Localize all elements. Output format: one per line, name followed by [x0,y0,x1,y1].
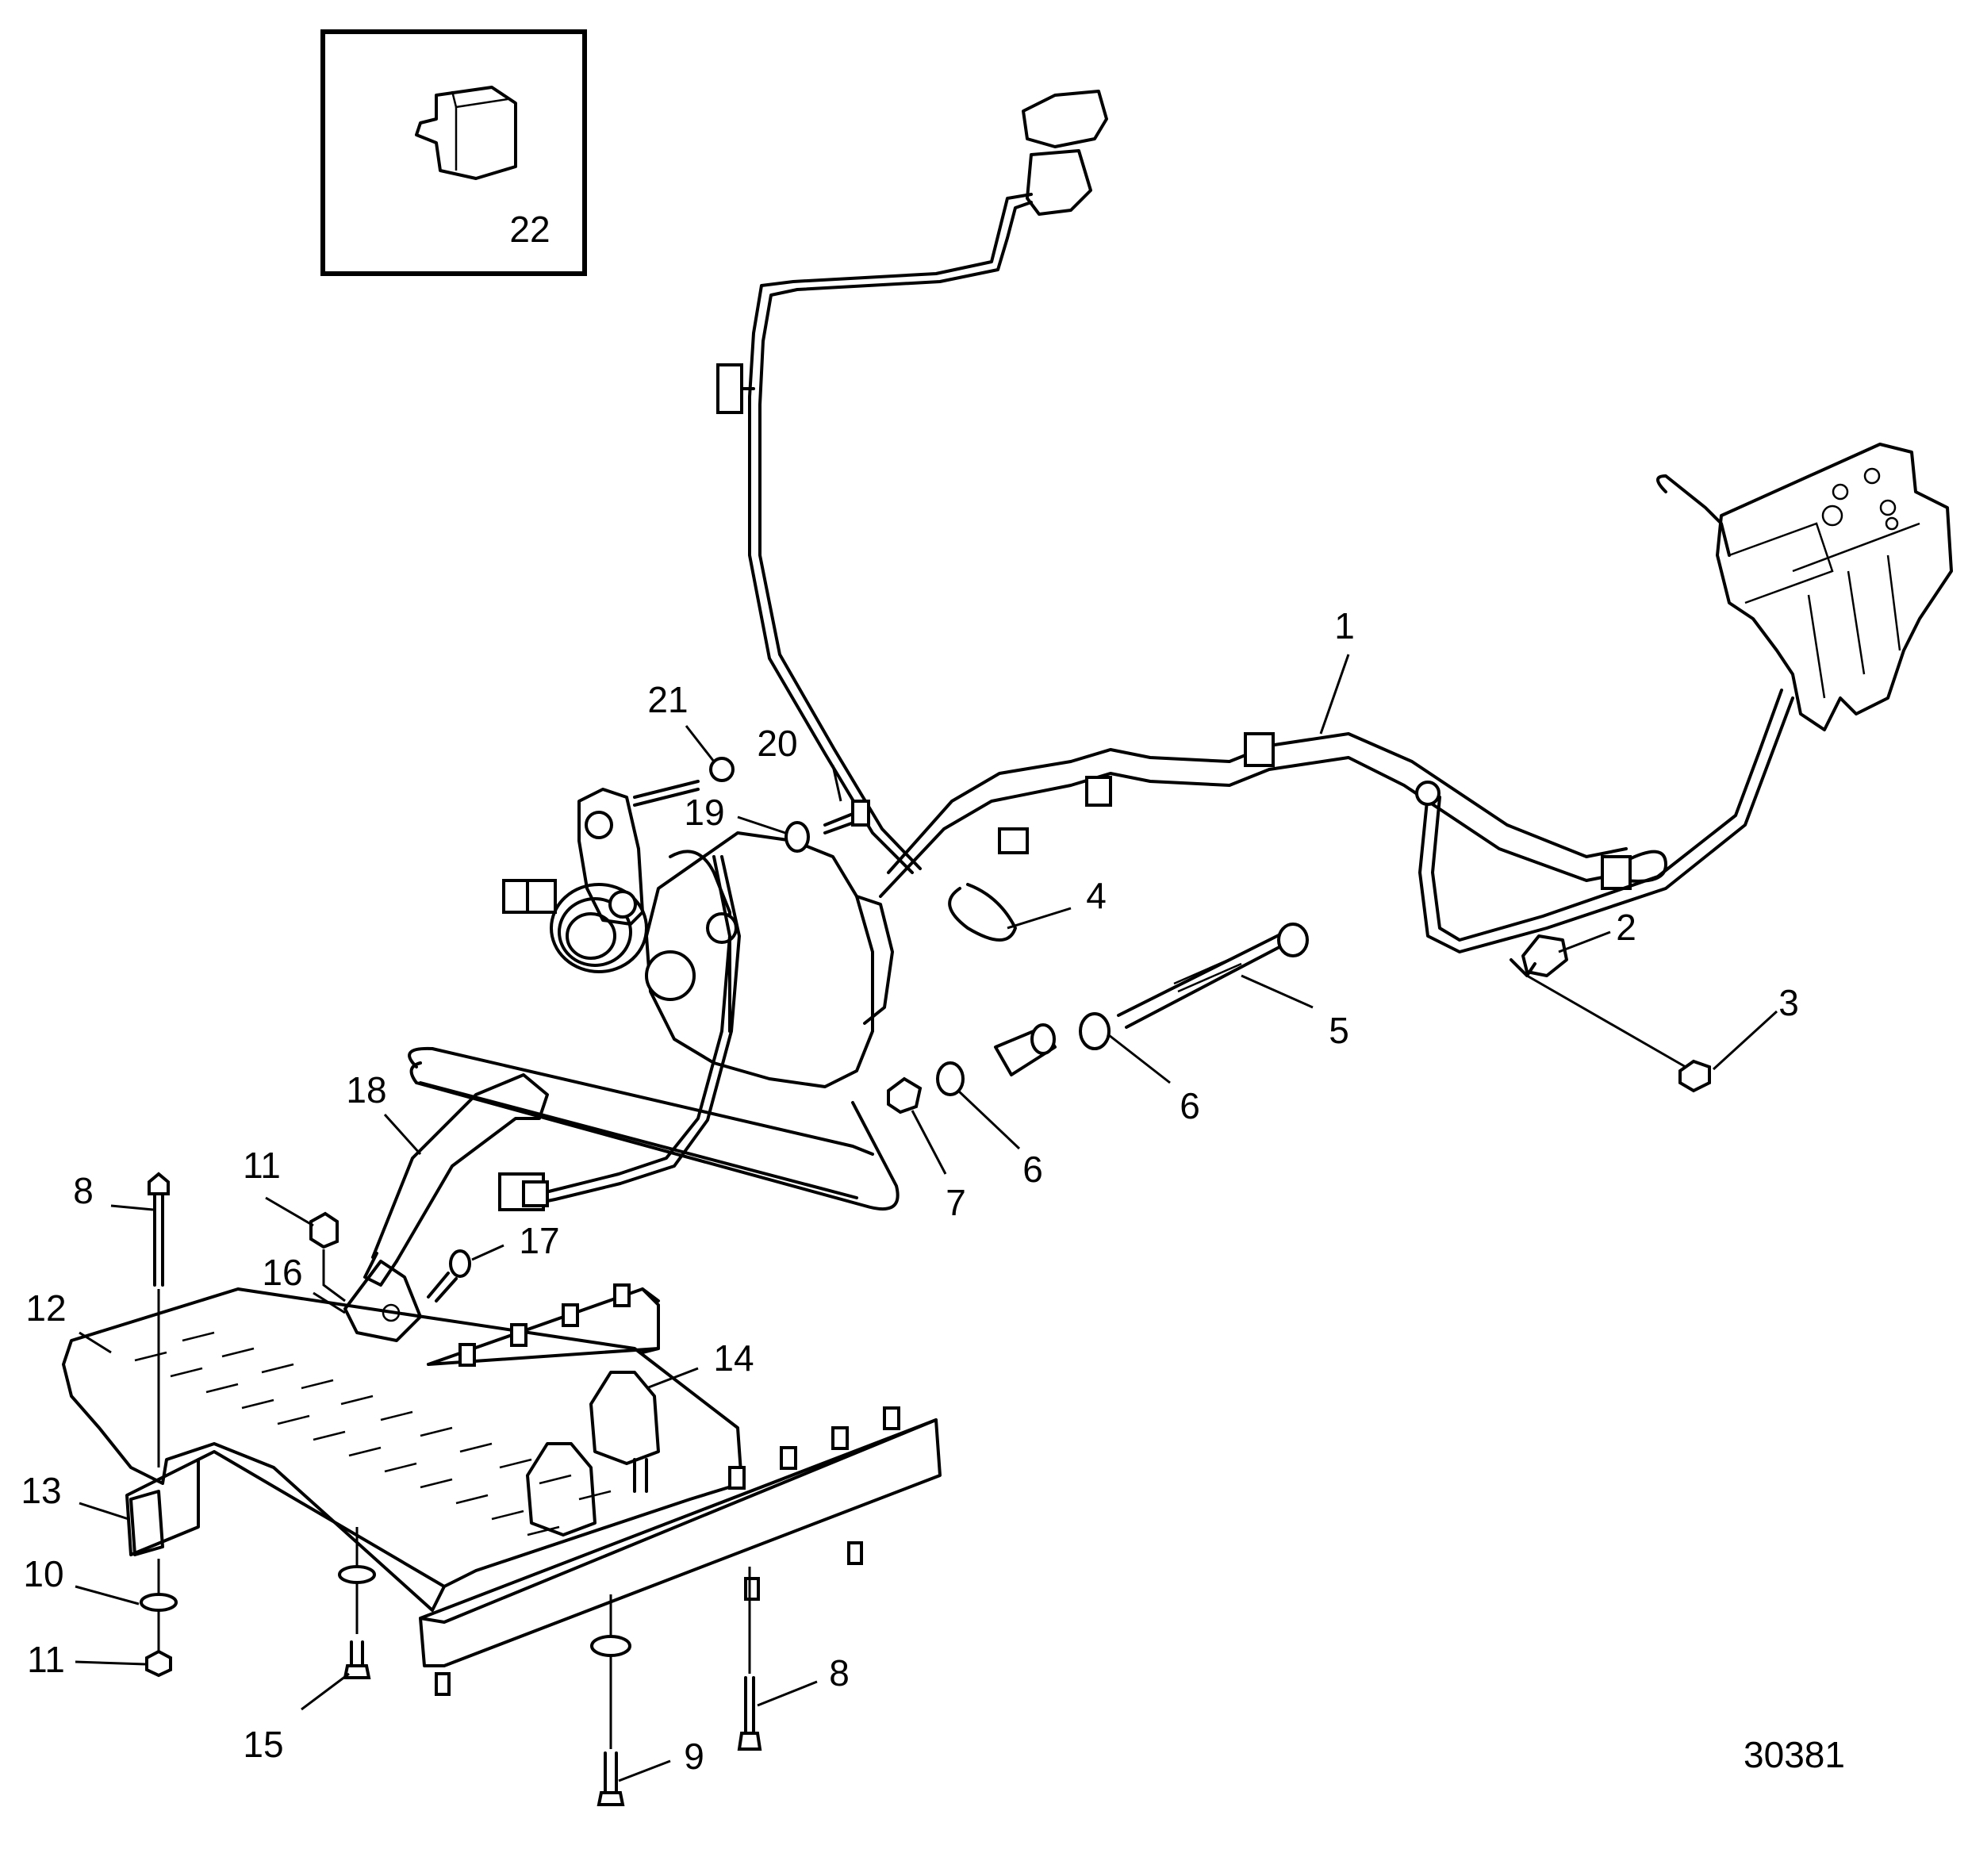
part-15-washer [338,1565,376,1584]
stud [633,780,700,807]
callout-18: 18 [346,1069,386,1111]
leader-lines [75,654,1778,1782]
part-5-bolt [1117,923,1309,1029]
callout-11b: 11 [27,1639,65,1680]
drive-belt [408,1046,900,1210]
callout-22: 22 [509,209,550,250]
callout-4: 4 [1086,875,1107,916]
control-module [1656,443,1953,731]
callout-21: 21 [647,679,688,720]
alternator [502,788,894,1088]
callout-20: 20 [757,723,797,764]
callout-5: 5 [1329,1010,1349,1051]
callout-17: 17 [519,1220,559,1261]
part-9-bolt [597,1751,625,1806]
callout-12: 12 [25,1287,66,1329]
part-8-bolt-left [148,1172,170,1287]
part-8-bolt-right [737,1676,762,1751]
front-rail [419,1406,942,1696]
part-15-bolt [343,1640,371,1679]
callout-3: 3 [1778,982,1799,1023]
rear-rail [427,1283,660,1367]
callout-13: 13 [21,1470,61,1511]
part-3-screw [1678,1059,1711,1093]
callout-9: 9 [684,1736,704,1777]
callout-1: 1 [1334,605,1355,646]
part-10-washer [140,1593,178,1612]
callout-8a: 8 [73,1170,94,1211]
inset-box [320,29,587,276]
spacer-sleeve [994,1023,1057,1076]
callout-19: 19 [684,792,724,833]
part-19-washer [785,821,810,853]
callout-6a: 6 [1180,1085,1200,1126]
callouts: 1 2 3 4 5 6 6 7 8 8 9 10 11 11 12 13 14 … [21,209,1845,1777]
part-12-tray [62,1287,743,1612]
part-21-nut [709,757,735,782]
part-16-plate [343,1260,422,1342]
part-13-block [129,1490,164,1556]
part-7-nut [887,1076,923,1114]
callout-6b: 6 [1022,1149,1043,1190]
part-11-nut-upper [309,1211,339,1249]
part-20-bolt [823,800,870,834]
callout-14: 14 [713,1337,754,1379]
part-4-clamp [948,883,1017,942]
part-22-relay [415,86,517,180]
lower-lead [498,855,741,1211]
part-6-spacer-upper [1079,1012,1111,1050]
part-14-mount [526,1371,660,1536]
part-18-bracket [363,1073,549,1287]
callout-10: 10 [23,1553,63,1594]
sensor-lead [716,90,1108,874]
part-1-harness [879,689,1794,953]
part-9-washer [590,1635,631,1657]
part-6-spacer-lower [936,1061,965,1096]
callout-15: 15 [243,1724,283,1765]
callout-16: 16 [262,1252,302,1293]
part-11-nut-lower [145,1649,172,1678]
part-2-clip [1510,934,1568,977]
callout-7: 7 [946,1182,966,1223]
drawing-number: 30381 [1744,1734,1845,1775]
callout-2: 2 [1616,907,1636,948]
callout-8b: 8 [829,1652,850,1694]
part-17-screw [427,1249,471,1302]
callout-11a: 11 [243,1145,281,1186]
